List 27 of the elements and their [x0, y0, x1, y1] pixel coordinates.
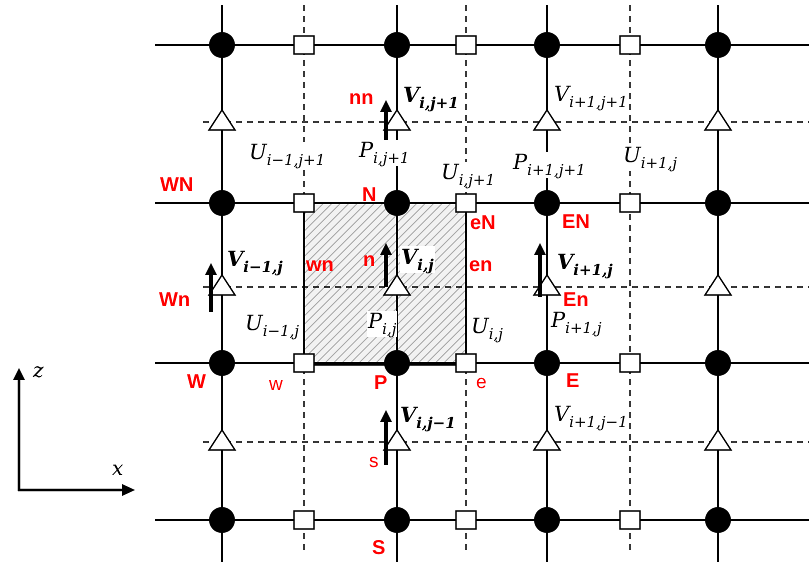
axis-label: x: [112, 458, 124, 478]
variable-label: V$_{i+1,j}$: [556, 251, 614, 278]
point-label: wn: [306, 255, 334, 275]
point-label: n: [363, 250, 376, 270]
point-label: nn: [349, 88, 374, 108]
point-label: En: [563, 290, 589, 310]
variable-label: U$_{i−1,j}$: [244, 313, 300, 339]
variable-label: U$_{i,j}$: [470, 316, 504, 342]
point-label: WN: [160, 175, 194, 195]
point-label: Wn: [159, 290, 190, 310]
point-label: E: [566, 371, 580, 391]
point-label: P: [374, 373, 388, 393]
point-label: N: [362, 185, 376, 205]
variable-label: P$_{i+1,j}$: [550, 310, 602, 336]
point-label: s: [369, 452, 378, 471]
point-label: EN: [562, 212, 590, 232]
variable-label: P$_{i,j}$: [367, 311, 398, 337]
variable-label: V$_{i−1,j}$: [226, 248, 284, 275]
point-label: en: [469, 255, 492, 275]
point-label: e: [476, 373, 487, 392]
point-label: w: [269, 375, 283, 394]
point-label: W: [187, 372, 206, 392]
point-label: S: [372, 538, 386, 558]
variable-label: V$_{i,j}$: [400, 246, 435, 273]
variable-label: U$_{i+1,j}$: [622, 145, 678, 171]
point-label: eN: [470, 213, 496, 233]
axis-label: z: [33, 360, 44, 380]
